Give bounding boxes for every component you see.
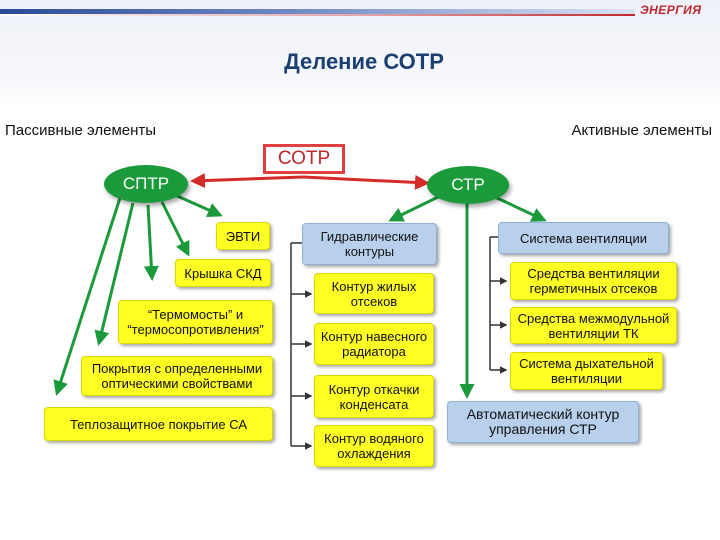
ventilation-breathing: Система дыхательной вентиляции <box>510 352 663 390</box>
arrow-sptr-evti <box>174 193 223 217</box>
sptr-item-evti: ЭВТИ <box>216 222 270 250</box>
arrow-sptr-pokrytiya <box>94 202 135 346</box>
active-elements-label: Активные элементы <box>571 122 712 139</box>
sptr-item-termomosty: “Термомосты” и “термосопротивления” <box>118 300 273 344</box>
arrow-sotr-to-sptr <box>190 173 304 189</box>
ventilation-sealed-compartments: Средства вентиляции герметичных отсеков <box>510 262 677 300</box>
contour-condensate: Контур откачки конденсата <box>314 375 434 418</box>
arrow-sptr-kryshka <box>160 201 190 257</box>
ventilation-system: Система вентиляции <box>498 222 669 254</box>
header-stripe <box>0 9 635 14</box>
sotr-node: СОТР <box>263 144 345 174</box>
sptr-item-teplozashchitnoe: Теплозащитное покрытие СА <box>44 407 273 441</box>
page-title: Деление СОТР <box>284 49 444 74</box>
sptr-node: СПТР <box>104 165 188 203</box>
sptr-item-kryshka-skd: Крышка СКД <box>175 259 271 287</box>
automatic-control-contour: Автоматический контур управления СТР <box>447 401 639 443</box>
contour-water-cooling: Контур водяного охлаждения <box>314 425 434 467</box>
header-stripe-red <box>0 14 635 16</box>
arrow-str-hydraulic <box>388 194 441 222</box>
arrow-str-ventilation <box>494 195 547 222</box>
arrow-sptr-teplozashch <box>53 197 122 396</box>
contour-radiator: Контур навесного радиатора <box>314 323 434 365</box>
passive-elements-label: Пассивные элементы <box>5 122 157 139</box>
arrow-sptr-termomosty <box>143 204 159 281</box>
sptr-item-pokrytiya: Покрытия с определенными оптическими сво… <box>81 356 273 396</box>
contour-living-compartments: Контур жилых отсеков <box>314 273 434 314</box>
hydraulic-contours: Гидравлические контуры <box>302 223 437 265</box>
header-band <box>0 0 720 108</box>
energia-logo: ЭНЕРГИЯ <box>640 3 702 17</box>
arrow-sotr-to-str <box>302 174 430 190</box>
ventilation-intermodular: Средства межмодульной вентиляции ТК <box>510 307 677 344</box>
str-node: СТР <box>427 166 509 204</box>
